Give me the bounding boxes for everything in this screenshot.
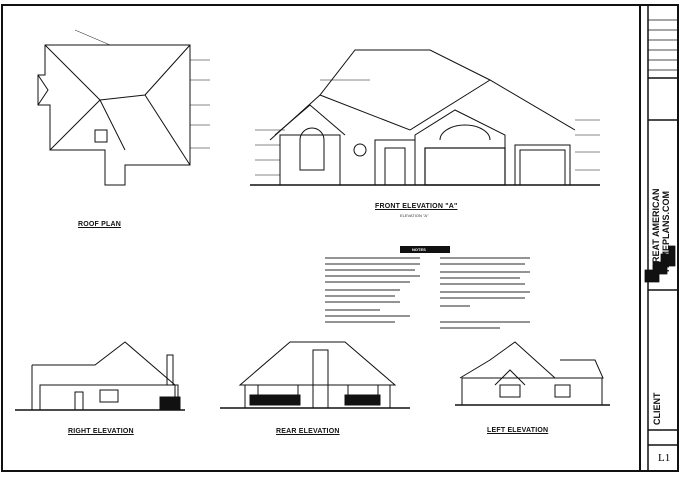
company-name-line2: HOMEPLANS.COM bbox=[661, 191, 671, 272]
front-callouts bbox=[255, 79, 600, 176]
company-name-line1: GREAT AMERICAN bbox=[651, 188, 661, 271]
rear-elevation-title: REAR ELEVATION bbox=[276, 428, 340, 435]
roof-plan-title: ROOF PLAN bbox=[78, 221, 122, 228]
sheet-number: L1 bbox=[658, 452, 671, 464]
notes-title: NOTES bbox=[412, 247, 426, 252]
client-label: CLIENT bbox=[652, 392, 662, 426]
rear-elevation-drawing bbox=[220, 341, 410, 409]
roof-callouts bbox=[74, 29, 210, 149]
sheet-border bbox=[1, 4, 679, 472]
front-elevation-drawing bbox=[250, 49, 600, 186]
title-block-rows bbox=[644, 19, 678, 446]
right-elevation-title: RIGHT ELEVATION bbox=[68, 428, 134, 435]
roof-plan-drawing bbox=[37, 29, 210, 186]
left-elevation-drawing bbox=[455, 341, 610, 406]
left-elevation-title: LEFT ELEVATION bbox=[487, 427, 549, 434]
front-elevation-scale: ELEVATION "A" bbox=[400, 213, 429, 218]
right-elevation-drawing bbox=[15, 341, 185, 411]
logo-mark bbox=[644, 245, 676, 283]
front-elevation-title: FRONT ELEVATION "A" bbox=[375, 203, 458, 210]
notes-block bbox=[325, 246, 530, 329]
